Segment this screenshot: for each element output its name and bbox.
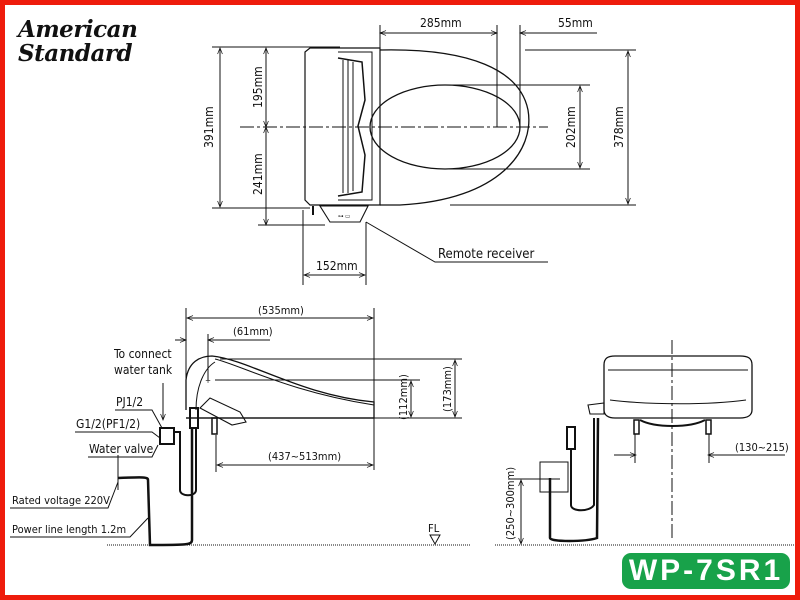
side-view-labels: (535mm) (61mm) (112mm) (173mm) (437~513m… [12, 304, 454, 536]
dim-437-513: (437~513mm) [268, 450, 341, 463]
front-view [495, 340, 795, 546]
dim-112: (112mm) [397, 374, 410, 420]
dim-195: 195mm [251, 66, 265, 108]
power-line-label: Power line length 1.2m [12, 523, 126, 536]
top-view-labels: 285mm 55mm 391mm 195mm 241mm 202mm 378mm… [202, 16, 626, 273]
dim-378: 378mm [612, 106, 626, 148]
water-tank-label: water tank [114, 363, 173, 377]
dim-55: 55mm [558, 16, 593, 30]
to-connect-label: To connect [113, 347, 172, 361]
remote-receiver-label: Remote receiver [438, 247, 534, 262]
dim-241: 241mm [251, 153, 265, 195]
dim-202: 202mm [564, 106, 578, 148]
side-view: + [10, 308, 470, 547]
american-standard-logo: American Standard [18, 16, 138, 67]
dim-130-215: (130~215) [735, 441, 789, 454]
model-badge: WP-7SR1 [622, 553, 790, 589]
dim-61: (61mm) [233, 325, 273, 338]
logo-line1: American [18, 16, 138, 43]
dim-535: (535mm) [258, 304, 304, 317]
dim-173: (173mm) [441, 366, 454, 412]
logo-line2: Standard [18, 40, 133, 67]
svg-text:+: + [205, 376, 211, 385]
water-valve-label: Water valve [89, 442, 154, 456]
dim-391: 391mm [202, 106, 216, 148]
svg-text:⊶ ▭: ⊶ ▭ [338, 213, 350, 220]
rated-voltage-label: Rated voltage 220V [12, 494, 110, 507]
g-label: G1/2(PF1/2) [76, 417, 140, 431]
dim-250-300: (250~300mm) [504, 467, 517, 540]
pj-label: PJ1/2 [116, 395, 143, 409]
dim-152: 152mm [316, 259, 358, 273]
dim-285: 285mm [420, 16, 462, 30]
front-view-labels: (130~215) (250~300mm) [504, 441, 789, 540]
top-view: ⊶ ▭ [212, 25, 636, 285]
floor-level-label: FL [428, 522, 440, 535]
